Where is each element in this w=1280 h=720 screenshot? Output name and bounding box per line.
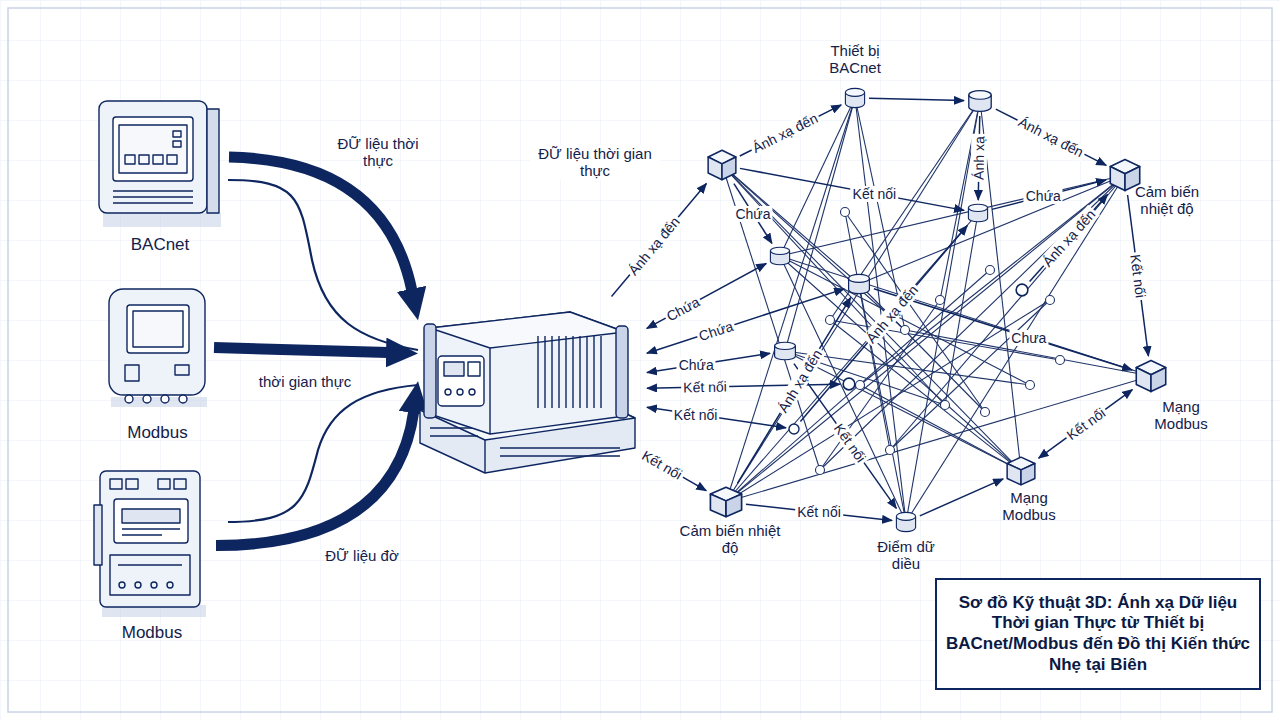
node-label: BACnet: [105, 235, 215, 255]
web-line: [726, 175, 1125, 502]
web-line: [726, 100, 980, 502]
web-line: [890, 300, 1050, 450]
title-box: Sơ đồ Kỹ thuật 3D: Ánh xạ Dữ liệu Thời g…: [935, 578, 1261, 690]
graph-dot: [1046, 296, 1055, 305]
graph-node: Mạng Modbus: [1005, 455, 1037, 487]
graph-edge: [794, 364, 896, 509]
edge-label: Chứa: [1024, 188, 1063, 204]
edge-label: Chứa: [733, 205, 772, 221]
edge-label: Kết nối: [672, 406, 720, 422]
graph-edge: [1039, 390, 1133, 459]
graph-node: Điểm dữ diều: [894, 510, 918, 534]
device: Modbus: [92, 465, 212, 620]
graph-edge: [647, 263, 766, 328]
graph-dot: [1056, 356, 1065, 365]
graph-dot: [886, 446, 895, 455]
flow-arrow: [216, 411, 414, 546]
edge-label: Chứa: [677, 357, 716, 373]
web-line: [890, 175, 1125, 450]
web-line: [845, 212, 985, 412]
graph-dot: [941, 401, 950, 410]
graph-node: Mạng Modbus: [1134, 358, 1168, 394]
device: BACnet: [95, 95, 225, 230]
web-line: [859, 175, 1125, 284]
edge-label: Ánh xạ: [970, 134, 987, 182]
web-line: [722, 165, 820, 470]
web-line: [945, 213, 978, 405]
edge-label: Chưa: [1009, 329, 1048, 345]
graph-dot: [986, 266, 995, 275]
graph-node: Cảm biến nhiệt độ: [708, 485, 744, 519]
web-line: [905, 330, 1151, 376]
device: Modbus: [105, 285, 210, 410]
title-text: Sơ đồ Kỹ thuật 3D: Ánh xạ Dữ liệu Thời g…: [937, 593, 1259, 676]
graph-node: [788, 423, 800, 435]
edge-label: thời gian thực: [248, 373, 362, 390]
graph-dot: [981, 408, 990, 417]
thin-flow: [228, 180, 418, 350]
web-line: [860, 385, 1021, 471]
graph-edge: [737, 298, 850, 484]
graph-node: [772, 340, 798, 362]
graph-dot: [936, 296, 945, 305]
flow-arrow: [229, 157, 412, 291]
graph-edge: [920, 479, 1003, 516]
graph-node: [1015, 283, 1029, 297]
graph-dot: [1026, 381, 1035, 390]
graph-dot: [841, 208, 850, 217]
graph-node: [966, 202, 990, 224]
graph-edge: [996, 109, 1106, 165]
web-line: [726, 213, 978, 502]
graph-dot: [901, 326, 910, 335]
graph-edge: [734, 184, 772, 244]
node-label: Thiết bị BACnet: [810, 42, 900, 77]
edge-label: Kết nối: [681, 378, 729, 395]
graph-node: [706, 148, 738, 182]
edge-label: Kết nối: [795, 504, 843, 520]
node-label: Mạng Modbus: [1136, 398, 1226, 433]
graph-node: Thiết bị BACnet: [843, 86, 867, 110]
node-label: Mạng Modbus: [984, 489, 1074, 524]
graph-edge: [1030, 194, 1108, 281]
graph-node: [768, 245, 792, 267]
flow-note: ĐỮ liệu thời gian thực: [530, 145, 660, 180]
graph-edge: [647, 289, 844, 353]
node-label: Modbus: [97, 623, 207, 643]
node-label: Modbus: [103, 423, 213, 443]
web-line: [906, 175, 1125, 522]
graph-node: Cảm biến nhiệt độ: [1108, 157, 1142, 193]
web-line: [785, 351, 1021, 471]
node-label: Cảm biến nhiệt độ: [1117, 183, 1217, 218]
device: [420, 298, 645, 483]
web-line: [820, 175, 1125, 470]
web-line: [830, 320, 1021, 471]
graph-edge: [800, 226, 967, 422]
graph-edge: [746, 504, 892, 520]
graph-edge: [612, 184, 707, 297]
graph-dot: [856, 381, 865, 390]
node-label: Điểm dữ diều: [866, 538, 946, 573]
graph-dot: [816, 466, 825, 475]
graph-edge: [869, 98, 964, 100]
graph-edge: [1128, 195, 1149, 356]
graph-edge: [647, 353, 770, 372]
flow-arrow: [214, 348, 388, 353]
graph-dot: [826, 316, 835, 325]
edge-label: ĐỮ liệu đờ: [305, 547, 419, 564]
graph-edge: [740, 168, 964, 210]
graph-web: [722, 98, 1151, 522]
graph-edge: [647, 407, 786, 427]
graph-node: [846, 272, 872, 296]
node-label: Cảm biến nhiệt độ: [675, 522, 785, 557]
graph-node: [966, 88, 994, 114]
edge-label: Kết nối: [851, 186, 899, 202]
thin-flow: [228, 385, 418, 522]
web-line: [726, 98, 855, 502]
frame: [8, 8, 1272, 712]
graph-node: [842, 377, 856, 391]
edge-label: ĐỮ liệu thời thực: [321, 135, 435, 170]
